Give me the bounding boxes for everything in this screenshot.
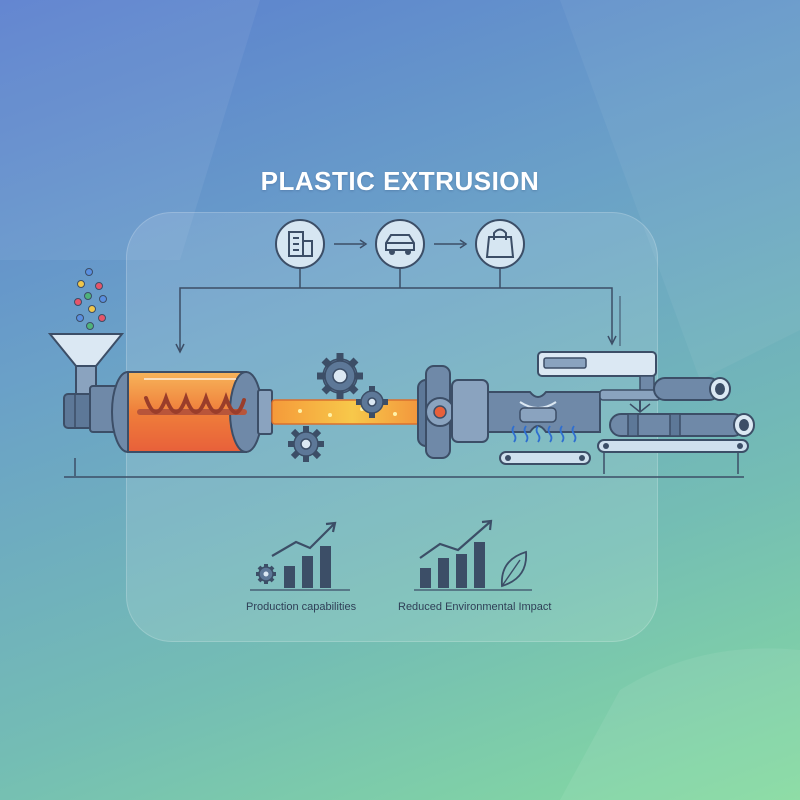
gear-icon bbox=[317, 353, 363, 399]
car-icon bbox=[375, 219, 425, 269]
caption-production-capabilities: Production capabilities bbox=[246, 601, 357, 613]
leaf-bar-chart-icon bbox=[414, 519, 532, 591]
cooling-waves bbox=[511, 425, 577, 443]
page-title: PLASTIC EXTRUSION bbox=[260, 166, 540, 196]
drive-unit bbox=[63, 385, 119, 433]
extrusion-die bbox=[417, 365, 489, 459]
haul-off-unit bbox=[537, 351, 661, 413]
arrow-1 bbox=[334, 239, 368, 249]
gear-bar-chart-icon bbox=[250, 521, 350, 591]
extrusion-screw bbox=[137, 392, 247, 415]
gear-icon bbox=[356, 386, 388, 418]
shopping-bag-icon bbox=[475, 219, 525, 269]
application-bracket bbox=[175, 268, 621, 354]
cooling-section bbox=[487, 391, 601, 433]
plastic-pellets bbox=[74, 268, 107, 330]
base-line bbox=[64, 458, 744, 478]
extruded-pipes bbox=[609, 377, 755, 437]
conveyor-belt bbox=[499, 439, 749, 474]
gear-icon bbox=[288, 426, 324, 462]
arrow-2 bbox=[434, 239, 468, 249]
building-icon bbox=[275, 219, 325, 269]
molten-plastic-stream bbox=[271, 399, 433, 425]
caption-reduced-environmental-impact: Reduced Environmental Impact bbox=[398, 601, 552, 613]
